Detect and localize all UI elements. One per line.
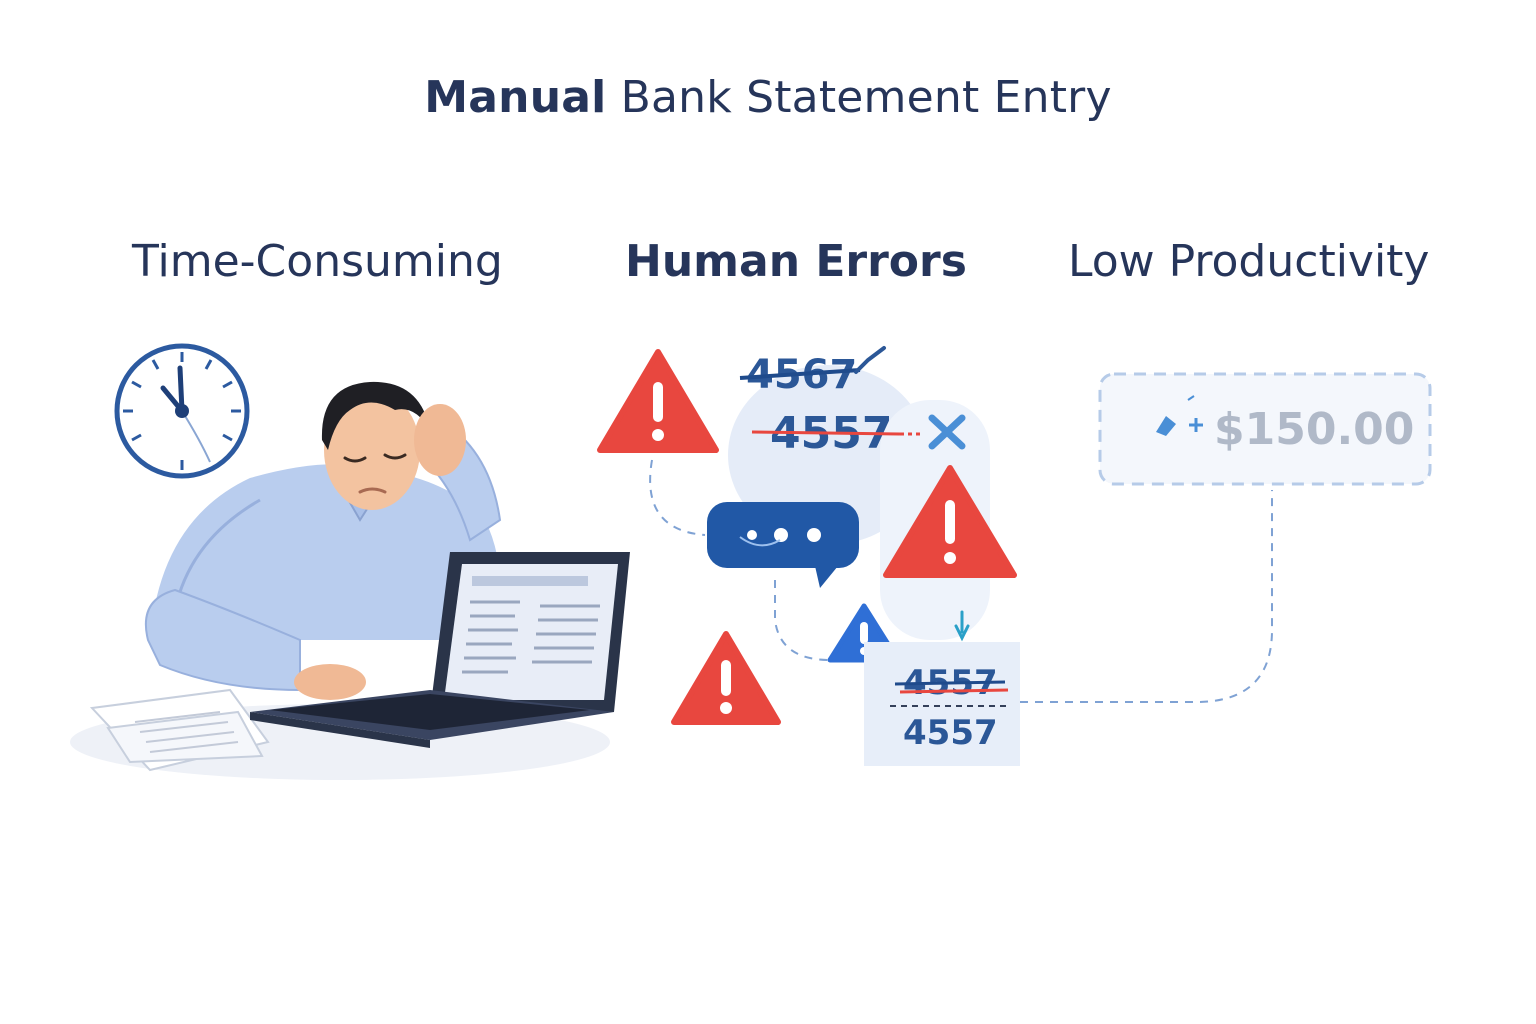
title-rest: Bank Statement Entry bbox=[606, 72, 1112, 123]
heading-time-consuming: Time-Consuming bbox=[132, 236, 503, 287]
paper-stack bbox=[89, 688, 270, 772]
number-card: 4557 4557 bbox=[864, 642, 1020, 766]
clock-icon bbox=[114, 343, 250, 479]
worker bbox=[144, 381, 502, 700]
laptop-icon bbox=[250, 552, 630, 748]
amount-value: $150.00 bbox=[1214, 404, 1414, 455]
page-title: Manual Bank Statement Entry bbox=[0, 72, 1536, 123]
heading-human-errors: Human Errors bbox=[625, 236, 967, 287]
close-icon bbox=[928, 414, 966, 450]
warning-icon bbox=[883, 465, 1017, 578]
amount-field: $150.00 bbox=[1098, 372, 1432, 486]
chat-bubble-icon bbox=[707, 502, 859, 588]
pencil-icon bbox=[1156, 395, 1203, 436]
heading-low-productivity: Low Productivity bbox=[1068, 236, 1430, 287]
warning-icon bbox=[671, 631, 781, 725]
card-correct-number: 4557 bbox=[903, 713, 998, 753]
title-bold: Manual bbox=[424, 72, 607, 123]
warning-icon bbox=[597, 349, 719, 453]
